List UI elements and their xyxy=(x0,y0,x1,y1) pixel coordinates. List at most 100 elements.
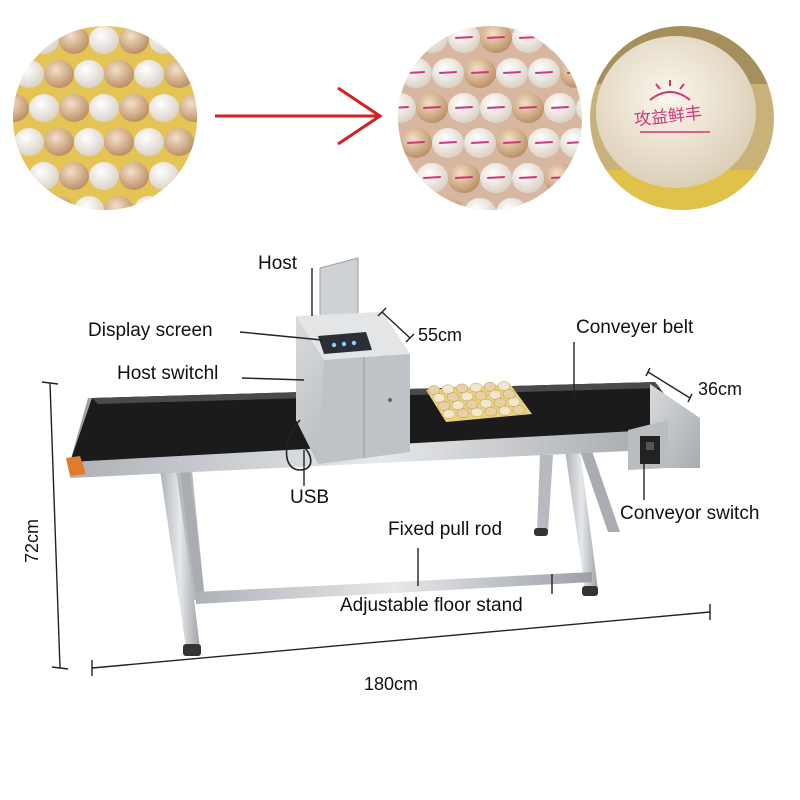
egg xyxy=(528,198,560,210)
egg xyxy=(29,162,59,190)
tray-egg xyxy=(498,406,512,416)
egg-print-mark xyxy=(471,212,489,213)
egg-print-mark xyxy=(551,176,569,179)
tray-egg xyxy=(432,393,446,403)
egg xyxy=(164,128,194,156)
egg xyxy=(13,94,29,122)
process-arrow xyxy=(215,86,383,146)
tray-egg xyxy=(483,382,497,392)
egg xyxy=(89,162,119,190)
tray-egg xyxy=(484,406,498,417)
egg-print-mark xyxy=(439,71,457,74)
egg-print-mark xyxy=(487,176,505,179)
egg xyxy=(496,198,528,210)
tray-egg xyxy=(497,381,511,391)
egg-print-mark xyxy=(535,212,553,213)
tray-egg xyxy=(460,391,474,402)
egg-print-mark xyxy=(423,106,441,109)
egg-print-mark xyxy=(519,176,537,179)
egg xyxy=(194,196,197,210)
tray-egg xyxy=(470,407,484,418)
egg xyxy=(119,94,149,122)
egg xyxy=(89,94,119,122)
egg-closeup-photo xyxy=(590,26,774,210)
egg xyxy=(134,128,164,156)
egg xyxy=(119,162,149,190)
egg xyxy=(149,94,179,122)
egg-print-mark xyxy=(455,176,473,179)
egg xyxy=(89,26,119,54)
egg xyxy=(13,162,29,190)
egg xyxy=(59,94,89,122)
egg-print-mark xyxy=(487,106,505,109)
egg xyxy=(134,60,164,88)
egg-print-mark xyxy=(407,141,425,144)
egg-print-mark xyxy=(471,71,489,74)
egg-print-mark xyxy=(551,36,569,39)
egg xyxy=(544,163,576,193)
tray-egg xyxy=(456,408,470,418)
egg-tray xyxy=(426,381,532,422)
egg xyxy=(74,196,104,210)
eggs-before-photo xyxy=(13,26,197,210)
tray-egg xyxy=(427,385,441,395)
egg-print-mark xyxy=(423,176,441,179)
egg xyxy=(398,163,416,193)
egg xyxy=(134,196,164,210)
egg-print-mark xyxy=(503,212,521,213)
egg xyxy=(149,26,179,54)
tray-egg xyxy=(507,397,521,407)
egg xyxy=(13,26,29,54)
egg xyxy=(29,94,59,122)
egg xyxy=(74,60,104,88)
egg xyxy=(59,162,89,190)
egg xyxy=(44,196,74,210)
egg xyxy=(29,26,59,54)
egg xyxy=(194,60,197,88)
egg xyxy=(464,198,496,210)
egg-print-mark xyxy=(519,106,537,109)
length-dimension: 180cm xyxy=(364,674,419,694)
tray-egg xyxy=(455,383,469,394)
egg xyxy=(432,198,464,210)
egg xyxy=(59,26,89,54)
conveyor-switch-label: Conveyor switch xyxy=(620,503,760,524)
egg xyxy=(164,60,194,88)
egg-print-mark xyxy=(487,36,505,39)
egg xyxy=(149,162,179,190)
adjustable-floor-stand-label: Adjustable floor stand xyxy=(340,595,523,616)
conveyer-belt-label: Conveyer belt xyxy=(576,317,694,338)
height-dimension: 72cm xyxy=(22,518,43,564)
egg-print-mark xyxy=(535,71,553,74)
egg xyxy=(44,60,74,88)
egg-print-mark xyxy=(398,176,409,179)
egg xyxy=(398,26,416,53)
egg-print-mark xyxy=(503,71,521,74)
egg xyxy=(544,26,576,53)
egg-print-mark xyxy=(599,212,617,213)
host-label: Host xyxy=(258,253,298,274)
floor-stand xyxy=(160,445,620,656)
egg xyxy=(179,162,197,190)
egg xyxy=(560,198,582,210)
egg-print-mark xyxy=(398,106,409,109)
width-dimension: 36cm xyxy=(698,379,743,399)
tray-egg xyxy=(474,390,488,401)
egg xyxy=(179,26,197,54)
display-screen-label: Display screen xyxy=(88,320,213,341)
egg xyxy=(119,26,149,54)
tray-egg xyxy=(479,398,493,409)
egg xyxy=(576,26,582,53)
egg xyxy=(104,196,134,210)
egg-print-mark xyxy=(423,36,441,39)
dimension-lines xyxy=(41,307,711,676)
egg-print-mark xyxy=(567,141,582,144)
tray-egg xyxy=(469,382,483,393)
tray-egg xyxy=(493,398,507,408)
egg-print-mark xyxy=(519,36,537,39)
fixed-pull-rod-label: Fixed pull rod xyxy=(388,519,503,540)
egg xyxy=(179,94,197,122)
egg-print-mark xyxy=(583,177,601,178)
